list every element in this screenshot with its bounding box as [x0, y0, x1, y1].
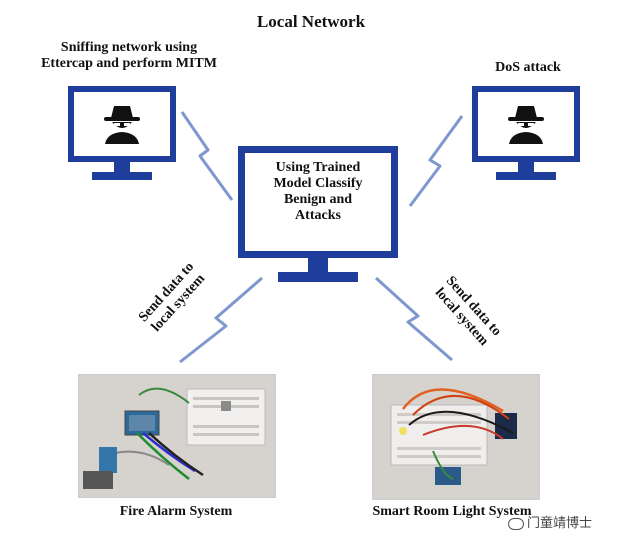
model-monitor: Using Trained Model Classify Benign and …: [238, 146, 398, 286]
fire-alarm-caption: Fire Alarm System: [119, 504, 233, 519]
link-bolt-right-attacker: [408, 115, 464, 207]
smart-light-photo: [372, 374, 540, 500]
model-line3: Benign and: [283, 192, 353, 208]
left-attacker-label: Sniffing network using Ettercap and perf…: [24, 40, 234, 72]
left-attacker-line1: Sniffing network using: [60, 40, 198, 55]
right-attacker-monitor: [472, 86, 580, 184]
right-attacker-label: DoS attack: [495, 60, 561, 75]
hacker-icon: [508, 106, 544, 144]
fire-alarm-photo: [78, 374, 276, 498]
link-bolt-fire-alarm: [179, 276, 263, 364]
left-attacker-monitor: [68, 86, 176, 184]
link-bolt-smart-light: [374, 276, 453, 362]
model-line4: Attacks: [295, 208, 341, 224]
model-line1: Using Trained: [275, 160, 361, 175]
model-label: Using Trained Model Classify Benign and …: [248, 160, 388, 224]
left-attacker-line2: Ettercap and perform MITM: [41, 56, 217, 72]
link-bolt-left-attacker: [180, 111, 234, 201]
chat-bubble-icon: [508, 517, 524, 530]
diagram-title: Local Network: [256, 12, 366, 31]
model-line2: Model Classify: [273, 176, 363, 192]
smart-light-caption: Smart Room Light System: [372, 504, 532, 519]
watermark-text: 门童靖博士: [527, 516, 593, 531]
watermark: 门童靖博士: [508, 512, 592, 531]
hacker-icon: [104, 106, 140, 144]
